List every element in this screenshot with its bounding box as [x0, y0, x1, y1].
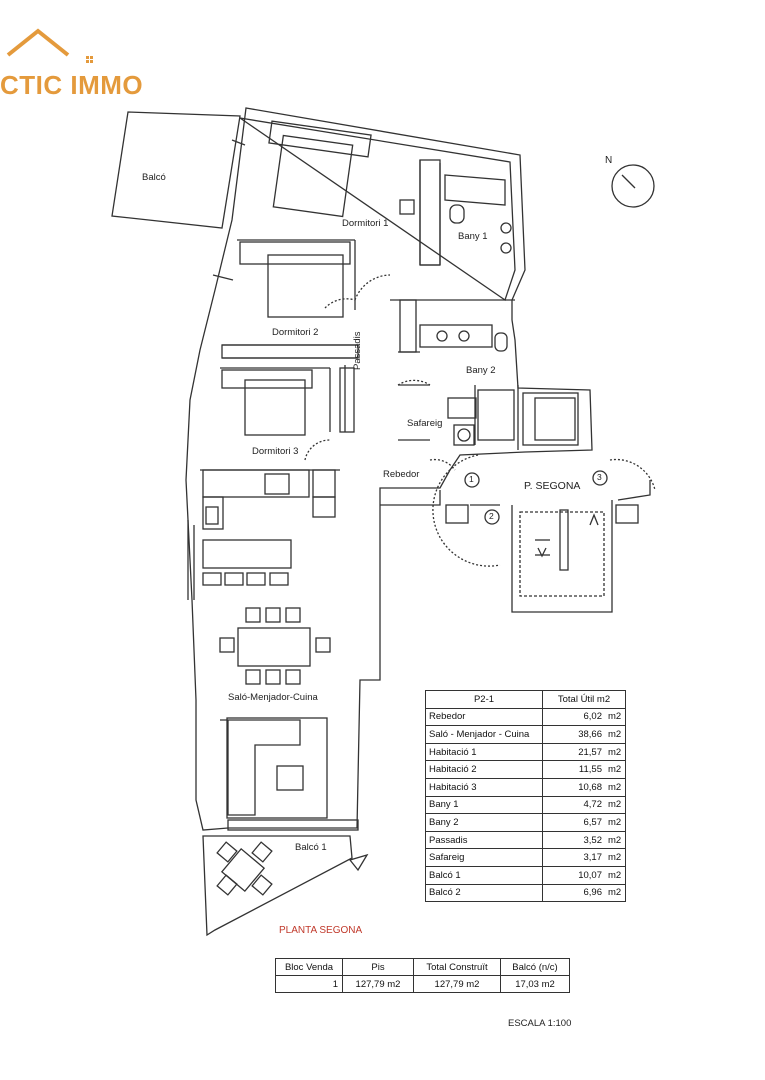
summary-row: 1 127,79 m2 127,79 m2 17,03 m2: [275, 975, 570, 993]
area-unit: m2: [605, 777, 626, 797]
area-value: 3,17: [542, 848, 605, 867]
area-name: Balcó 2: [425, 883, 543, 903]
area-name: Habitació 2: [425, 760, 543, 779]
room-label-p-segona: P. SEGONA: [524, 480, 581, 492]
area-name: Habitació 3: [425, 777, 543, 797]
room-label-safareig: Safareig: [407, 418, 443, 429]
room-label-passadis: Passadis: [352, 331, 363, 370]
room-label-balco-top: Balcó: [142, 172, 166, 183]
area-name: Passadis: [425, 830, 543, 850]
room-label-balco-1: Balcó 1: [295, 842, 327, 853]
door-number-2: 2: [489, 511, 494, 521]
summary-bloc: 1: [275, 975, 343, 993]
room-label-bany-2: Bany 2: [466, 365, 496, 376]
area-unit: m2: [605, 742, 626, 762]
area-name: Rebedor: [425, 707, 543, 727]
area-unit: m2: [605, 883, 626, 903]
balcony-top: [111, 111, 241, 229]
area-name: Balcó 1: [425, 865, 543, 885]
area-unit: m2: [605, 760, 626, 779]
area-name: Saló - Menjador - Cuina: [425, 725, 543, 744]
room-label-dormitori-3: Dormitori 3: [252, 446, 299, 457]
area-value: 10,68: [542, 777, 605, 797]
area-header-total: Total Útil m2: [542, 690, 626, 709]
area-unit: m2: [605, 813, 626, 832]
door-number-1: 1: [469, 474, 474, 484]
area-value: 38,66: [542, 725, 605, 744]
summary-header-balco: Balcó (n/c): [500, 958, 570, 976]
north-arrow-icon: N: [605, 155, 613, 166]
area-value: 4,72: [542, 795, 605, 815]
area-value: 10,07: [542, 865, 605, 885]
area-header-unit: P2-1: [425, 690, 543, 709]
balcony-1: [202, 835, 353, 937]
area-name: Habitació 1: [425, 742, 543, 762]
area-value: 6,02: [542, 707, 605, 727]
area-name: Bany 2: [425, 813, 543, 832]
area-name: Bany 1: [425, 795, 543, 815]
brand-logo-text: CTIC IMMO: [0, 70, 144, 100]
summary-balco: 17,03 m2: [500, 975, 570, 993]
area-value: 3,52: [542, 830, 605, 850]
summary-table: Bloc Venda Pis Total Construït Balcó (n/…: [275, 958, 570, 993]
room-label-dormitori-1: Dormitori 1: [342, 218, 389, 229]
area-unit: m2: [605, 865, 626, 885]
door-number-3: 3: [597, 472, 602, 482]
area-value: 11,55: [542, 760, 605, 779]
room-label-bany-1: Bany 1: [458, 231, 488, 242]
logo-house-icon: [6, 28, 93, 63]
plant-title: PLANTA SEGONA: [279, 925, 363, 936]
summary-header-bloc: Bloc Venda: [275, 958, 343, 976]
summary-total: 127,79 m2: [413, 975, 501, 993]
area-table-header: P2-1 Total Útil m2: [425, 690, 626, 709]
area-unit: m2: [605, 725, 626, 744]
area-value: 6,57: [542, 813, 605, 832]
area-unit: m2: [605, 848, 626, 867]
scale-label: ESCALA 1:100: [508, 1018, 572, 1029]
summary-header-total: Total Construït: [413, 958, 501, 976]
area-name: Safareig: [425, 848, 543, 867]
summary-header-pis: Pis: [342, 958, 414, 976]
room-label-rebedor: Rebedor: [383, 469, 420, 480]
room-label-dormitori-2: Dormitori 2: [272, 327, 319, 338]
room-label-salo: Saló-Menjador-Cuina: [228, 692, 318, 703]
outer-wall: [185, 107, 593, 831]
summary-pis: 127,79 m2: [342, 975, 414, 993]
area-unit: m2: [605, 795, 626, 815]
area-value: 21,57: [542, 742, 605, 762]
summary-header-row: Bloc Venda Pis Total Construït Balcó (n/…: [275, 958, 570, 976]
area-unit: m2: [605, 707, 626, 727]
area-unit: m2: [605, 830, 626, 850]
area-value: 6,96: [542, 883, 605, 903]
